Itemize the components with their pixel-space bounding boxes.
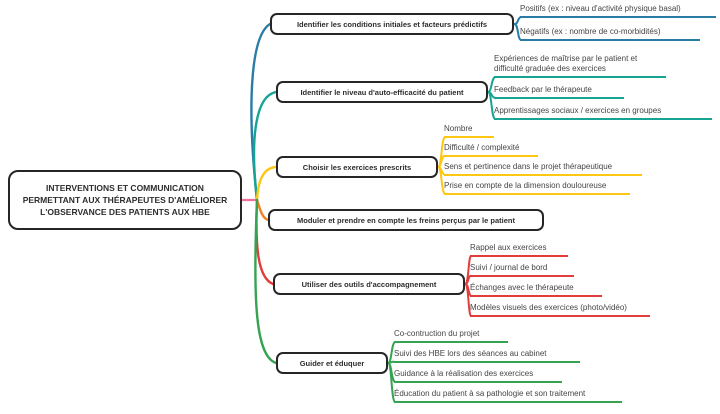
connector-b5-leaf-4 [464, 283, 472, 317]
connector-b6-leaf-4 [387, 362, 396, 403]
connector-branch-6 [254, 198, 278, 365]
leaf-negatifs: Négatifs (ex : nombre de co-morbidités) [520, 27, 700, 41]
connector-branch-4 [255, 198, 270, 222]
connector-b3-leaf-4 [437, 166, 446, 195]
leaf-echanges-therapeute: Échanges avec le thérapeute [470, 283, 602, 297]
leaf-difficulte-complexite: Difficulté / complexité [444, 143, 538, 157]
leaf-dimension-douloureuse: Prise en compte de la dimension douloure… [444, 181, 630, 195]
branch-node-exercices-prescrits: Choisir les exercices prescrits [276, 156, 438, 178]
leaf-sens-pertinence: Sens et pertinence dans le projet thérap… [444, 162, 642, 176]
leaf-suivi-hbe-cabinet: Suivi des HBE lors des séances au cabine… [394, 349, 580, 363]
leaf-positifs: Positifs (ex : niveau d'activité physiqu… [520, 4, 716, 18]
connector-branch-2 [252, 90, 278, 202]
branch-node-auto-efficacite: Identifier le niveau d'auto-efficacité d… [276, 81, 488, 103]
connector-b1-leaf-1 [513, 16, 522, 25]
leaf-guidance-realisation: Guidance à la réalisation des exercices [394, 369, 562, 383]
leaf-experiences-maitrise: Expériences de maîtrise par le patient e… [494, 54, 666, 78]
leaf-education-pathologie: Éducation du patient à sa pathologie et … [394, 389, 622, 403]
leaf-feedback-therapeute: Feedback par le thérapeute [494, 85, 624, 99]
leaf-rappel-exercices: Rappel aux exercices [470, 243, 568, 257]
leaf-journal-de-bord: Suivi / journal de bord [470, 263, 574, 277]
leaf-co-construction: Co-contruction du projet [394, 329, 508, 343]
leaf-nombre: Nombre [444, 124, 494, 138]
branch-node-freins-patient: Moduler et prendre en compte les freins … [268, 209, 544, 231]
connector-b2-leaf-3 [487, 91, 496, 120]
root-node-line: L'OBSERVANCE DES PATIENTS AUX HBE [40, 207, 210, 218]
branch-node-conditions-initiales: Identifier les conditions initiales et f… [270, 13, 514, 35]
leaf-apprentissages-sociaux: Apprentissages sociaux / exercices en gr… [494, 106, 712, 120]
root-node-line: INTERVENTIONS ET COMMUNICATION [46, 182, 204, 193]
branch-node-outils-accompagnement: Utiliser des outils d'accompagnement [273, 273, 465, 295]
branch-node-guider-eduquer: Guider et éduquer [276, 352, 388, 374]
leaf-modeles-visuels: Modèles visuels des exercices (photo/vid… [470, 303, 650, 317]
root-node-line: PERMETTANT AUX THÉRAPEUTES D'AMÉLIORER [22, 194, 228, 205]
connector-branch-3 [255, 165, 278, 202]
root-node: INTERVENTIONS ET COMMUNICATION PERMETTAN… [8, 170, 242, 230]
